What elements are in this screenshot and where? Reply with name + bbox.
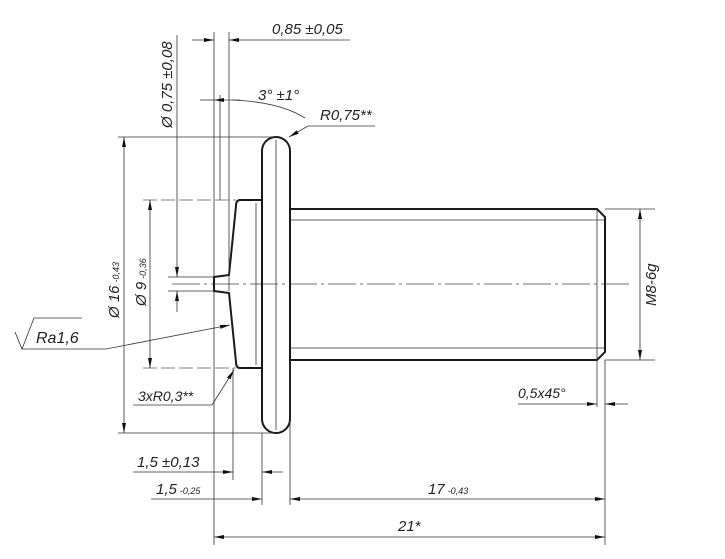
hub [213,199,262,369]
hole-diameter-label: Ø 0,75 ±0,08 [159,41,176,129]
shank-length-label: 17-0,43 [428,481,468,498]
fillet-radius-label: 3xR0,3** [138,388,194,404]
thread-label: M8-6g [643,263,660,306]
flange-radius-label: R0,75** [320,107,373,124]
hub-diameter-label: Ø 9-0,36 [133,258,150,307]
part-outline [213,136,606,434]
extension-lines [118,32,655,545]
taper-angle-label: 3° ±1° [258,87,299,104]
shank [290,208,606,361]
dimension-lines [14,35,642,539]
total-length-label: 21* [397,518,422,535]
flange-width-label: 1,5-0,25 [156,481,201,498]
hub-length-label: 1,5 ±0,13 [137,454,200,471]
surface-roughness-label: Ra1,6 [36,330,79,347]
chamfer-label: 0,5x45° [518,385,566,401]
flange-diameter-label: Ø 16-0,43 [106,262,123,319]
pin-length-label: 0,85 ±0,05 [272,21,343,38]
